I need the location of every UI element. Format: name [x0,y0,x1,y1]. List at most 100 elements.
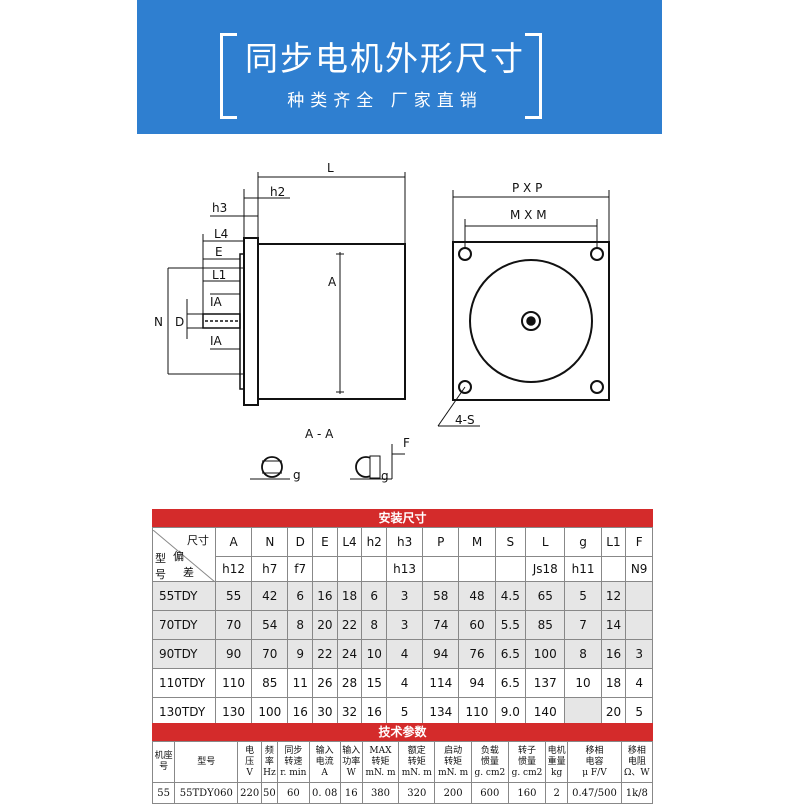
svg-text:IA: IA [210,295,223,309]
motor-body-side [257,243,406,400]
svg-text:L1: L1 [212,268,226,282]
tech-data-cell: 55TDY060 [174,782,239,804]
motor-front-body [469,259,593,383]
tech-data-cell: 320 [398,782,436,804]
mount-hole-tl [458,247,472,261]
motor-shaft [202,313,241,329]
tech-header-line: 移相 [627,745,646,756]
svg-text:g: g [381,469,389,483]
tech-header-line: 电机 [547,745,566,756]
tech-header-line: r. min [280,767,307,778]
tech-data-cell: 1k/8 [620,782,654,804]
tech-header-line: g. cm2 [474,767,506,778]
tech-header-line: Ω、W [623,767,650,778]
tech-header-line: 功率 [342,756,361,767]
tech-header-line: mN. m [401,767,432,778]
svg-text:P X P: P X P [512,181,542,195]
tech-header-line: MAX [369,745,392,756]
svg-text:A - A: A - A [305,427,334,441]
tech-header-line: 启动 [444,745,463,756]
svg-text:g: g [293,468,301,482]
motor-dimension-drawing: L h2 h3 L4 E L1 IA IA N D A A - A F g g … [154,161,610,483]
tech-data-cell: 200 [434,782,472,804]
tech-header-line: 压 [245,756,255,767]
tech-header-line: 转矩 [407,756,426,767]
bracket-left [220,33,237,119]
tech-header-line: 转子 [517,745,536,756]
tech-header-line: 号 [159,762,169,772]
tech-data-cell: 600 [470,782,509,804]
tech-header-line: A [321,767,328,778]
tech-header-line: 移相 [585,745,604,756]
tech-data-cell: 220 [237,782,262,804]
tech-header-line: 转矩 [444,756,463,767]
svg-text:h2: h2 [270,185,285,199]
tech-data-cell: 0.47/500 [567,782,622,804]
header-banner: 同步电机外形尺寸 种类齐全 厂家直销 [137,0,662,134]
tech-header-line: 电 [245,745,255,756]
tech-header-line: 输入 [315,745,334,756]
tech-header-line: 电流 [315,756,334,767]
tech-header-line: 电阻 [627,756,646,767]
tech-header-cell: 机座号 [151,741,176,783]
tech-header-line: 负载 [480,745,499,756]
tech-header-line: 同步 [284,745,303,756]
tech-header-line: V [246,767,253,778]
motor-flange [243,237,259,406]
tech-header-line: W [346,767,356,778]
svg-text:F: F [403,436,410,450]
tech-data-cell: 60 [276,782,310,804]
svg-text:L4: L4 [214,227,228,241]
svg-text:E: E [215,245,223,259]
tech-header-line: 转矩 [371,756,390,767]
tech-data-cell: 50 [260,782,278,804]
tech-header-line: 惯量 [480,756,499,767]
tech-header-line: μ F/V [582,767,607,778]
tech-header-line: 额定 [407,745,426,756]
tech-data-cell: 380 [361,782,400,804]
motor-front-flange [452,241,610,401]
tech-header-line: 惯量 [517,756,536,767]
tech-header-line: mN. m [365,767,396,778]
tech-header-line: 转速 [284,756,303,767]
tech-header-line: g. cm2 [511,767,543,778]
tech-data-cell: 0. 08 [308,782,341,804]
tech-header-line: 电容 [585,756,604,767]
tech-header-line: 机座 [154,751,173,761]
svg-text:D: D [175,315,184,329]
svg-text:L: L [327,161,334,175]
banner-subtitle: 种类齐全 厂家直销 [287,91,483,111]
section-a-left [261,456,283,478]
tech-header-line: 输入 [342,745,361,756]
tech-data-cell: 55 [151,782,176,804]
tech-params-title: 技术参数 [152,723,653,741]
mount-hole-br [590,380,604,394]
tech-header-line: 型号 [197,756,216,767]
front-shaft [521,311,541,331]
banner-title: 同步电机外形尺寸 [245,39,525,78]
tech-header-line: kg [551,767,563,778]
tech-data-cell: 160 [507,782,547,804]
